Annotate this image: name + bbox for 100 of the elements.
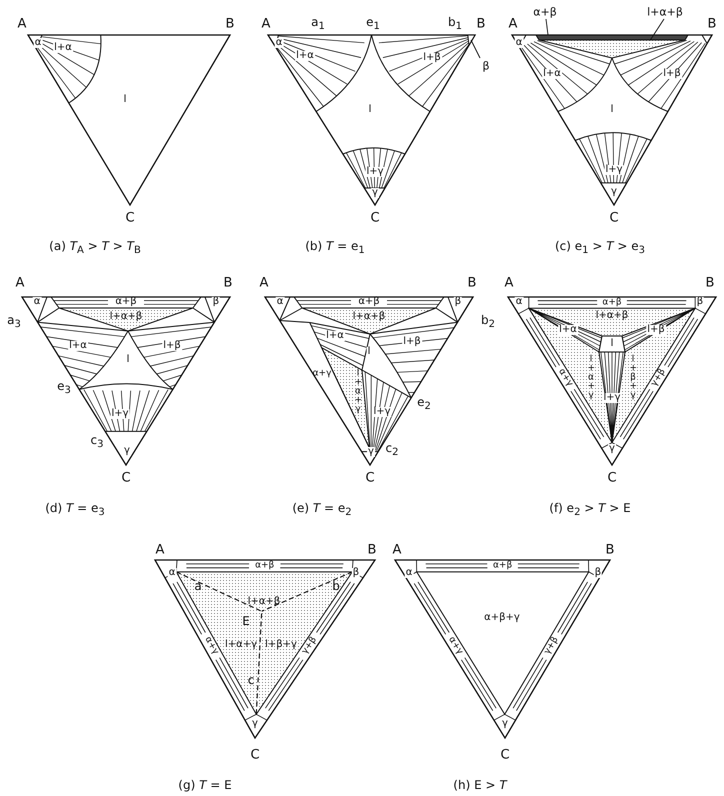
- phase-label: l+γ: [602, 393, 622, 403]
- phase-label: l+α: [325, 331, 345, 341]
- phase-region: [538, 40, 686, 59]
- point-label: e$_{3}$: [57, 380, 71, 396]
- point-label: c$_{2}$: [386, 442, 398, 458]
- phase-label: l+γ: [110, 409, 130, 419]
- point-label: a: [194, 580, 202, 592]
- caption: (e) T = e$_{2}$: [292, 502, 352, 518]
- phase-label: l+β: [646, 325, 666, 335]
- phase-label: l+α+β: [352, 312, 386, 322]
- vertex-label: C: [250, 748, 260, 762]
- phase-label: γ: [367, 447, 375, 457]
- phase-label: α+β: [492, 561, 512, 570]
- vertex-label: A: [18, 18, 26, 30]
- vertex-label: B: [224, 276, 232, 290]
- point-label: e$_{1}$: [366, 16, 380, 32]
- vertex-label: A: [262, 18, 270, 30]
- leader-line: [546, 18, 548, 36]
- phase-label: l+α+γ: [224, 640, 258, 650]
- phase-label: l: [368, 105, 372, 115]
- phase-label: l+α+γ: [588, 356, 594, 400]
- point-label: E: [242, 615, 250, 627]
- phase-label: l+α: [68, 341, 88, 351]
- phase-label: γ: [501, 719, 509, 729]
- point-label: a$_{1}$: [311, 16, 325, 32]
- vertex-label: B: [606, 544, 614, 556]
- phase-label: β: [594, 568, 602, 578]
- phase-label: α+β: [602, 298, 622, 308]
- point-label: e$_{2}$: [417, 396, 431, 412]
- phase-label: l+γ: [365, 167, 385, 177]
- vertex-label: A: [156, 544, 164, 556]
- phase-region: [467, 34, 476, 47]
- vertex-label: B: [226, 18, 234, 30]
- caption: (h) E > T: [453, 779, 507, 791]
- vertex-label: C: [609, 212, 619, 224]
- phase-label: α: [276, 297, 284, 307]
- phase-label: γ: [251, 719, 259, 729]
- caption: (g) T = E: [178, 779, 232, 791]
- vertex-label: B: [368, 544, 376, 556]
- phase-label: l+β+γ: [630, 356, 636, 400]
- phase-label: γ: [608, 444, 616, 454]
- phase-label: l+α: [558, 325, 578, 335]
- phase-label: l: [610, 339, 614, 349]
- vertex-label: C: [125, 212, 135, 224]
- point-label: b: [332, 580, 340, 592]
- point-label: c$_{3}$: [90, 434, 104, 450]
- phase-label: l: [126, 355, 130, 365]
- phase-label: γ: [371, 188, 379, 198]
- caption: (b) T = e$_{1}$: [305, 240, 365, 256]
- point-label: c: [248, 674, 254, 686]
- phase-label: β: [352, 568, 360, 578]
- vertex-label: A: [16, 276, 24, 290]
- vertex-label: C: [370, 212, 380, 224]
- phase-label: γ: [610, 187, 618, 197]
- phase-label: l+α+β: [110, 312, 142, 322]
- vertex-label: B: [706, 276, 714, 290]
- phase-label: α: [168, 568, 176, 578]
- phase-label: l: [366, 347, 372, 357]
- phase-label: l+β: [662, 69, 682, 79]
- phase-label: l+α: [542, 69, 562, 79]
- phase-label: α: [34, 38, 42, 48]
- phase-label: l+γ: [604, 165, 624, 175]
- caption: (c) e$_{1}$ > T > e$_{3}$: [554, 240, 646, 256]
- phase-label: l+α+β: [248, 597, 280, 607]
- phase-label: α: [514, 38, 524, 48]
- vertex-label: C: [607, 472, 617, 484]
- vertex-label: A: [392, 544, 402, 556]
- phase-label: l+β: [422, 53, 442, 63]
- phase-label: l+β: [402, 337, 422, 347]
- vertex-label: A: [508, 18, 518, 30]
- phase-label: l+α: [295, 51, 315, 61]
- vertex-label: B: [476, 18, 486, 30]
- phase-label: l+β+γ: [265, 640, 297, 650]
- phase-label: l: [122, 95, 128, 105]
- phase-label: l+α: [53, 43, 73, 53]
- phase-label: l: [610, 105, 614, 115]
- phase-label: α+β+γ: [484, 613, 520, 623]
- phase-label: α: [514, 297, 524, 307]
- vertex-label: A: [260, 276, 268, 290]
- phase-label: α: [274, 38, 284, 48]
- phase-label: α+γ: [202, 636, 220, 656]
- vertex-label: B: [708, 18, 716, 30]
- leader-line: [470, 40, 480, 58]
- point-label: b$_{1}$: [448, 16, 462, 32]
- phase-label: α+β: [532, 6, 558, 18]
- phase-label: α+γ: [312, 370, 332, 378]
- phase-label: l+α+β: [596, 311, 628, 321]
- phase-label: α: [404, 568, 414, 578]
- phase-label: α+β: [255, 561, 274, 570]
- phase-label: l+α+β: [646, 6, 684, 18]
- caption: (a) T$_{A}$ > T > T$_{B}$: [49, 240, 141, 256]
- phase-label: l+γ: [372, 407, 392, 417]
- vertex-label: B: [468, 276, 476, 290]
- leader-line: [650, 18, 664, 41]
- phase-label: l+α+γ: [354, 370, 362, 414]
- phase-label: α: [32, 297, 42, 307]
- point-label: b$_{2}$: [481, 314, 495, 330]
- vertex-label: C: [500, 748, 510, 762]
- phase-label: β: [481, 60, 491, 72]
- phase-label: l+β: [162, 341, 182, 351]
